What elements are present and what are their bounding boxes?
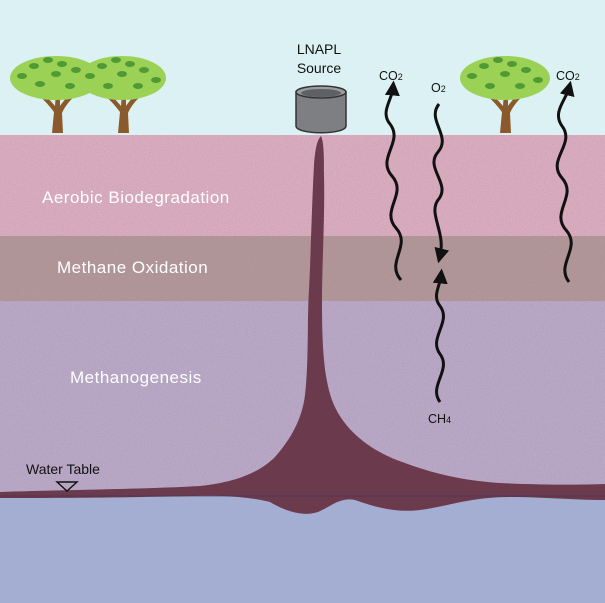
water-table-label: Water Table [26, 461, 100, 477]
tree-left-2 [78, 56, 166, 133]
zone-label-aerobic-biodegradation: Aerobic Biodegradation [42, 188, 230, 207]
co2-label-right: CO2 [556, 69, 580, 83]
co2-arrow-left [384, 80, 403, 281]
lnapl-plume [0, 136, 605, 514]
lnapl-source-container [295, 85, 347, 134]
co2-arrow-right [555, 80, 575, 283]
water-table-marker [55, 481, 79, 492]
lnapl-source-label-line2: Source [297, 60, 342, 76]
ch4-arrow [432, 268, 448, 403]
zone-label-methane-oxidation: Methane Oxidation [57, 258, 208, 277]
ch4-label: CH4 [428, 412, 451, 426]
o2-label: O2 [431, 81, 446, 95]
o2-arrow [432, 103, 450, 264]
tree-right [460, 56, 550, 133]
lnapl-source-label-line1: LNAPL [297, 41, 342, 57]
co2-label-left: CO2 [379, 69, 403, 83]
tree-left-1 [10, 56, 102, 133]
zone-label-methanogenesis: Methanogenesis [70, 368, 202, 387]
